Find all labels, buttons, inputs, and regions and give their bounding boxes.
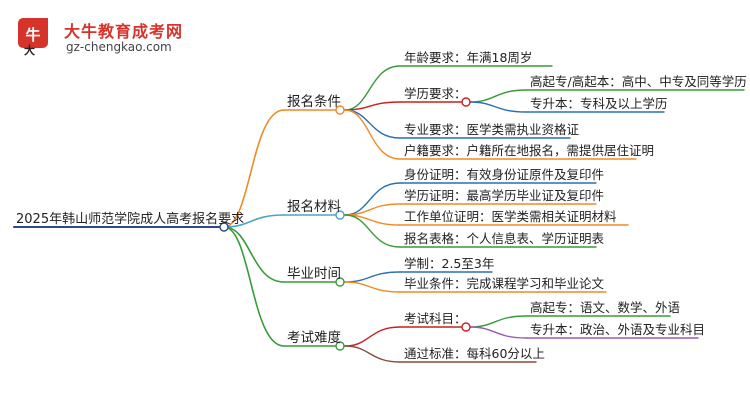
leaf-household-requirement: 户籍要求：户籍所在地报名，需提供居住证明 xyxy=(404,143,655,158)
leaf-exam-subjects: 考试科目： xyxy=(404,311,467,326)
branch-connector xyxy=(223,214,285,228)
subleaf-connector xyxy=(469,89,527,103)
leaf-connector xyxy=(344,281,401,293)
logo-badge-icon: 牛 大 xyxy=(18,18,48,56)
root-node-toggle[interactable] xyxy=(219,222,229,232)
branch-label-registration-conditions: 报名条件 xyxy=(287,94,341,110)
leaf-connector xyxy=(344,101,401,111)
branch-connector xyxy=(223,109,285,228)
leaf-connector xyxy=(344,182,401,216)
leaf-employer-proof: 工作单位证明：医学类需相关证明材料 xyxy=(404,209,617,224)
logo-title: 大牛教育成考网 xyxy=(64,22,184,41)
leaf-education-requirement: 学历要求： xyxy=(404,86,467,101)
subleaf-connector xyxy=(469,326,527,339)
leaf-connector xyxy=(344,109,401,160)
branch-node-toggle[interactable] xyxy=(335,341,345,351)
leaf-graduation-conditions: 毕业条件：完成课程学习和毕业论文 xyxy=(404,276,605,291)
branch-node-toggle[interactable] xyxy=(335,105,345,115)
svg-text:牛: 牛 xyxy=(25,26,40,44)
leaf-education-high-school: 高起专/高起本：高中、中专及同等学历 xyxy=(530,74,747,89)
logo-url: gz-chengkao.com xyxy=(66,40,172,54)
leaf-passing-standard: 通过标准：每科60分以上 xyxy=(404,346,545,361)
leaf-education-college: 专升本：专科及以上学历 xyxy=(530,96,668,111)
branch-node-toggle[interactable] xyxy=(335,277,345,287)
education-node-toggle[interactable] xyxy=(461,97,471,107)
root-node-label: 2025年韩山师范学院成人高考报名要求 xyxy=(16,212,245,227)
branch-label-graduation-time: 毕业时间 xyxy=(287,266,341,282)
leaf-study-length: 学制：2.5至3年 xyxy=(404,256,495,271)
svg-text:大: 大 xyxy=(24,43,35,56)
leaf-connector xyxy=(344,214,401,248)
leaf-major-requirement: 专业要求：医学类需执业资格证 xyxy=(404,122,580,137)
leaf-subjects-high-school: 高起专：语文、数学、外语 xyxy=(530,300,681,315)
leaf-connector xyxy=(344,271,401,283)
branch-label-registration-materials: 报名材料 xyxy=(287,199,341,215)
branch-label-exam-difficulty: 考试难度 xyxy=(287,330,341,346)
subleaf-connector xyxy=(469,315,527,328)
exam-subjects-node-toggle[interactable] xyxy=(461,322,471,332)
leaf-subjects-college: 专升本：政治、外语及专业科目 xyxy=(530,322,706,337)
leaf-connector xyxy=(344,326,401,347)
branch-node-toggle[interactable] xyxy=(335,210,345,220)
leaf-connector xyxy=(344,65,401,111)
leaf-connector xyxy=(344,345,401,363)
leaf-id-proof: 身份证明：有效身份证原件及复印件 xyxy=(404,167,605,182)
subleaf-connector xyxy=(469,101,527,113)
leaf-education-proof: 学历证明：最高学历毕业证及复印件 xyxy=(404,188,605,203)
branch-connector xyxy=(223,226,285,283)
leaf-registration-form: 报名表格：个人信息表、学历证明表 xyxy=(404,231,605,246)
leaf-connector xyxy=(344,109,401,139)
leaf-age-requirement: 年龄要求：年满18周岁 xyxy=(404,50,533,65)
site-logo[interactable]: 牛 大 大牛教育成考网 gz-chengkao.com xyxy=(12,12,237,58)
branch-connector xyxy=(223,226,285,347)
